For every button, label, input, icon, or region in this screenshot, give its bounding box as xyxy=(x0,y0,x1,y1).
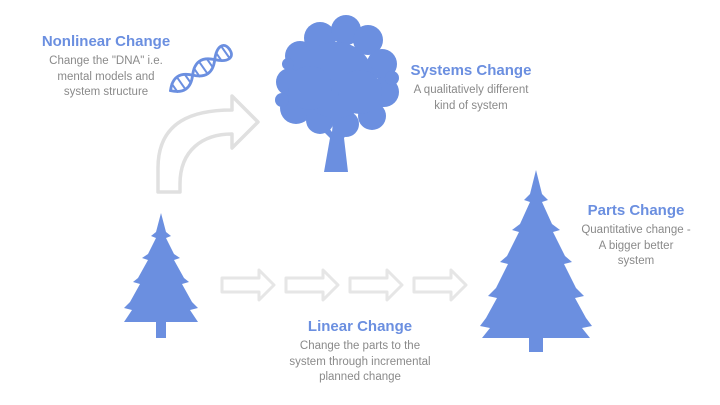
chevron-arrows xyxy=(220,268,468,302)
linear-change-title: Linear Change xyxy=(307,318,413,335)
chevron-arrow-icon xyxy=(220,268,276,302)
nonlinear-change-title: Nonlinear Change xyxy=(41,33,171,50)
oak-tree-icon xyxy=(275,15,399,172)
desc-line: Quantitative change - xyxy=(581,224,691,236)
desc-line: mental models and xyxy=(57,70,155,83)
parts-change-title: Parts Change xyxy=(587,202,685,219)
small-pine-tree-icon xyxy=(124,213,198,338)
large-pine-tree-icon xyxy=(480,170,592,352)
desc-line: system xyxy=(617,255,655,267)
systems-change-title: Systems Change xyxy=(410,62,532,79)
desc-line: A bigger better xyxy=(598,239,674,252)
desc-line: planned change xyxy=(319,371,401,383)
desc-line: system structure xyxy=(63,86,149,98)
dna-icon xyxy=(169,44,233,93)
desc-line: A qualitatively different xyxy=(413,84,529,96)
desc-line: Change the "DNA" i.e. xyxy=(49,55,163,67)
linear-change-label: Linear Change Change the parts to the sy… xyxy=(266,318,454,386)
systems-change-description: A qualitatively different kind of system xyxy=(396,83,546,114)
nonlinear-change-description: Change the "DNA" i.e. mental models and … xyxy=(22,54,190,101)
desc-line: system through incremental xyxy=(289,355,431,368)
curved-arrow-icon xyxy=(156,94,260,194)
linear-change-description: Change the parts to the system through i… xyxy=(266,339,454,386)
chevron-arrow-icon xyxy=(412,268,468,302)
chevron-arrow-icon xyxy=(348,268,404,302)
parts-change-label: Parts Change Quantitative change - A big… xyxy=(566,202,706,270)
desc-line: Change the parts to the xyxy=(299,340,421,352)
nonlinear-change-label: Nonlinear Change Change the "DNA" i.e. m… xyxy=(22,33,190,101)
desc-line: kind of system xyxy=(434,99,508,112)
chevron-arrow-icon xyxy=(284,268,340,302)
parts-change-description: Quantitative change - A bigger better sy… xyxy=(566,223,706,270)
systems-change-label: Systems Change A qualitatively different… xyxy=(396,62,546,114)
